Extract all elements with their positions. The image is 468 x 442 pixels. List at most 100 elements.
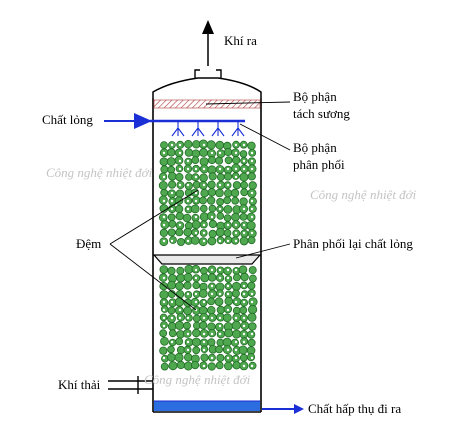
packing-ring-hole [194,292,198,296]
packing-ring [166,352,176,362]
packing-ring [167,280,177,290]
packing-ring-hole [218,268,222,272]
packing-ring-hole [194,167,198,171]
packing-ring-hole [178,183,182,187]
packing-ring-hole [186,199,190,203]
packing-ring [207,362,216,371]
packing-ring-hole [186,332,190,336]
packing-ring-hole [218,151,222,155]
packing-ring-hole [170,199,174,203]
packing-ring-hole [250,356,254,360]
packing-ring [160,336,169,346]
packing-ring-hole [242,340,246,344]
packing-ring [176,237,185,246]
packing-ring-hole [178,143,182,147]
packing-ring [247,236,256,245]
packing-ring [247,172,256,181]
packing-ring-hole [194,300,198,304]
packing-ring [224,361,233,371]
packing-ring-hole [242,231,246,235]
packing-ring [224,156,233,165]
packing-ring [191,360,200,370]
packing-ring-hole [178,159,182,163]
packing-ring-hole [202,332,206,336]
packing-ring-hole [242,167,246,171]
packing-ring-hole [194,276,198,280]
packing-ring [246,221,256,231]
packing-ring-hole [170,191,174,195]
packing-ring [230,188,240,198]
packing-ring [216,212,225,220]
packing-ring-hole [242,223,246,227]
packing-ring [175,204,184,214]
packing-ring-hole [194,191,198,195]
packing-ring [231,281,241,291]
distributor-label-2: phân phối [293,157,345,172]
packing-ring-hole [234,223,238,227]
spray-nozzle-icon [171,122,245,137]
packing-ring [200,353,209,362]
packing-ring-hole [210,356,214,360]
packing-ring [191,220,201,230]
packing-ring-hole [226,183,230,187]
packing-ring [183,281,192,290]
packing-ring-hole [234,175,238,179]
packing-ring [160,141,168,150]
packing-ring-hole [186,207,190,211]
packing-ring [199,321,208,330]
packing-ring-hole [218,167,222,171]
redistributor-plate [152,254,262,265]
packing-ring-hole [218,183,222,187]
packing-ring [207,306,216,315]
packing-ring [208,204,217,213]
packing-ring [215,188,224,198]
packing-ring-hole [242,292,246,296]
packing-ring-hole [170,300,174,304]
packing-ring [248,322,257,331]
packing-ring-hole [226,223,230,227]
packing-ring [159,290,169,300]
packing-ring [208,229,217,238]
packing-ring [167,213,176,222]
packing-ring [158,195,168,205]
packing-ring [214,297,224,307]
redistributor-label: Phân phối lại chất lỏng [293,236,413,251]
packing-ring-hole [250,167,254,171]
packing-ring [176,313,186,322]
packing-ring [167,148,176,157]
packing-ring [185,173,193,181]
gas-in-label: Khí thải [58,377,101,392]
packing-ring-hole [250,151,254,155]
packing-ring [207,338,216,347]
packing-ring [174,155,184,165]
packing-ring [200,204,208,213]
packing-ring [160,362,169,371]
packing-ring [224,296,234,306]
mist-eliminator-label-1: Bộ phận [293,89,337,104]
packing-ring [184,148,194,157]
packing-ring-hole [186,167,190,171]
packing-ring [215,156,224,165]
packing-ring [215,361,224,370]
packing-ring [224,328,234,338]
packing-ring-hole [234,151,238,155]
watermark-left: Công nghệ nhiệt đới [46,165,153,180]
packing-ring [215,345,224,354]
top-dome [152,77,262,98]
packing-ring-hole [226,356,230,360]
packing-ring-hole [234,167,238,171]
packing-ring-hole [162,175,166,179]
watermark-right: Công nghệ nhiệt đới [310,187,417,202]
packing-ring-hole [226,348,230,352]
packing-ring [199,266,208,275]
packing-ring [159,265,169,274]
packing-ring-hole [202,231,206,235]
packing-ring-hole [226,167,230,171]
packing-ring-hole [202,340,206,344]
packing-ring [216,305,225,314]
packing-ring [175,290,185,299]
packing-ring-hole [226,284,230,288]
packing-ring [183,227,193,237]
packing-ring-hole [194,199,198,203]
